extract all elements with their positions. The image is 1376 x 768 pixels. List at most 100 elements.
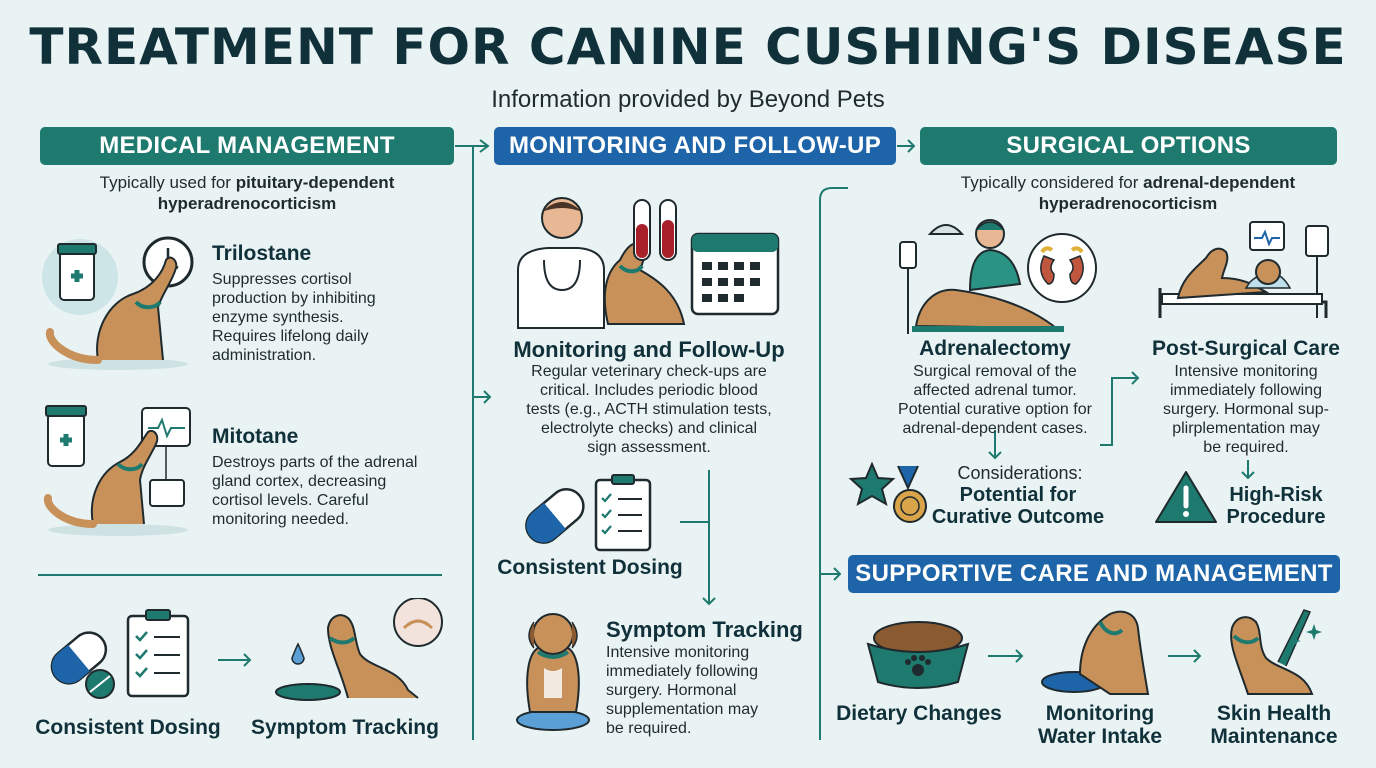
page-subtitle: Information provided by Beyond Pets xyxy=(491,86,885,113)
considerations-line-1: Potential for xyxy=(959,484,1077,506)
post-surgical-description: Intensive monitoring immediately followi… xyxy=(1142,362,1350,457)
vet-coat-shape xyxy=(517,247,605,329)
dog-shape xyxy=(90,430,159,525)
banner-medical-management: MEDICAL MANAGEMENT xyxy=(40,127,454,165)
dosing-illustration xyxy=(50,609,190,699)
dog-shape xyxy=(96,256,178,361)
warning-icon xyxy=(1155,471,1217,523)
adrenalectomy-title: Adrenalectomy xyxy=(919,337,1071,360)
considerations-line-2: Curative Outcome xyxy=(931,506,1105,528)
post-surgical-line: plirplementation may xyxy=(1172,420,1320,437)
adrenalectomy-line: Potential curative option for xyxy=(898,401,1092,418)
medal-icon xyxy=(848,462,927,523)
medical-intro-bold-2: hyperadrenocorticism xyxy=(157,194,337,213)
dog-shape xyxy=(1230,616,1314,695)
mitotane-illustration xyxy=(44,405,191,536)
kidney-icon xyxy=(1027,233,1097,303)
mitotane-title: Mitotane xyxy=(212,425,299,448)
symptom-tracking-line: surgery. Hormonal xyxy=(606,682,737,699)
iv-bag-icon xyxy=(1305,225,1329,257)
banner-surgical-options: SURGICAL OPTIONS xyxy=(920,127,1337,165)
dog-shape xyxy=(1176,247,1270,300)
water-line-2: Water Intake xyxy=(1037,725,1163,748)
mitotane-line: Destroys parts of the adrenal xyxy=(212,454,418,471)
adrenalectomy-line: adrenal-dependent cases. xyxy=(902,420,1088,437)
monitoring-line: electrolyte checks) and clinical xyxy=(540,420,758,437)
adrenalectomy-illustration xyxy=(899,219,1097,334)
monitoring-title: Monitoring and Follow-Up xyxy=(513,337,785,362)
dog-shape xyxy=(1078,610,1150,695)
considerations-outcome: Potential for Curative Outcome xyxy=(924,484,1112,528)
monitoring-dosing-illustration xyxy=(525,474,652,552)
tracking-illustration xyxy=(275,598,443,701)
medical-intro-bold-1: pituitary-dependent xyxy=(235,173,395,192)
trilostane-line: production by inhibiting xyxy=(212,290,376,307)
symptom-tracking-line: immediately following xyxy=(606,663,759,680)
stethoscope-icon xyxy=(543,259,581,292)
iv-bag-icon xyxy=(899,241,917,269)
post-surgical-line: Intensive monitoring xyxy=(1174,363,1318,380)
device-icon xyxy=(149,479,185,507)
medical-caption-tracking: Symptom Tracking xyxy=(251,716,439,739)
dog-head-shape xyxy=(532,613,574,655)
surgical-intro: Typically considered for adrenal-depende… xyxy=(900,172,1356,214)
symptom-tracking-line: be required. xyxy=(606,720,692,737)
trilostane-illustration xyxy=(42,236,194,370)
food-bowl-illustration xyxy=(866,621,970,689)
monitoring-line: sign assessment. xyxy=(587,439,711,456)
monitoring-line: tests (e.g., ACTH stimulation tests, xyxy=(526,401,772,418)
adrenalectomy-description: Surgical removal of the affected adrenal… xyxy=(868,362,1122,438)
high-risk-line-1: High-Risk xyxy=(1229,484,1323,506)
symptom-tracking-line: Intensive monitoring xyxy=(606,644,750,661)
symptom-tracking-title: Symptom Tracking xyxy=(606,617,803,642)
sparkle-icon xyxy=(1306,624,1322,640)
high-risk-line-2: Procedure xyxy=(1226,506,1326,528)
surgical-lamp-icon xyxy=(927,224,965,235)
monitoring-line: Regular veterinary check-ups are xyxy=(531,363,767,380)
tracking-dog-illustration xyxy=(516,613,590,731)
banner-supportive-care: SUPPORTIVE CARE AND MANAGEMENT xyxy=(848,555,1340,593)
dog-shape xyxy=(914,288,1059,330)
water-intake-illustration xyxy=(1041,610,1150,695)
post-surgical-title: Post-Surgical Care xyxy=(1152,337,1340,360)
dog-shape xyxy=(326,614,419,699)
supportive-water-label: Monitoring Water Intake xyxy=(1028,702,1172,748)
medical-intro: Typically used for pituitary-dependent h… xyxy=(40,172,454,214)
symptom-tracking-line: supplementation may xyxy=(606,701,759,718)
monitoring-caption-dosing: Consistent Dosing xyxy=(497,556,683,579)
post-surgical-line: be required. xyxy=(1203,439,1289,456)
monitoring-description: Regular veterinary check-ups are critica… xyxy=(494,362,804,457)
water-drop-icon xyxy=(291,642,305,665)
supportive-diet-label: Dietary Changes xyxy=(836,702,1002,725)
brush-icon xyxy=(1277,609,1312,667)
adrenalectomy-line: affected adrenal tumor. xyxy=(913,382,1077,399)
symptom-tracking-description: Intensive monitoring immediately followi… xyxy=(606,643,806,738)
water-line-1: Monitoring xyxy=(1045,702,1155,725)
page-title: TREATMENT FOR CANINE CUSHING'S DISEASE xyxy=(29,18,1347,76)
supportive-skin-label: Skin Health Maintenance xyxy=(1198,702,1350,748)
high-risk-label: High-Risk Procedure xyxy=(1222,484,1330,528)
adrenalectomy-line: Surgical removal of the xyxy=(913,363,1077,380)
surgical-intro-plain: Typically considered for xyxy=(960,173,1144,192)
surgical-intro-bold-2: hyperadrenocorticism xyxy=(1038,194,1218,213)
post-surgical-line: surgery. Hormonal sup- xyxy=(1163,401,1329,418)
skin-line-1: Skin Health xyxy=(1216,702,1332,725)
mitotane-line: monitoring needed. xyxy=(212,511,349,528)
medical-divider xyxy=(38,574,442,576)
considerations-label: Considerations: xyxy=(957,463,1083,483)
surgeon-body-shape xyxy=(968,248,1022,292)
bowl-icon xyxy=(275,683,341,701)
mitotane-description: Destroys parts of the adrenal gland cort… xyxy=(212,453,452,529)
skin-line-2: Maintenance xyxy=(1210,725,1338,748)
trilostane-title: Trilostane xyxy=(212,242,312,265)
post-surgical-line: immediately following xyxy=(1169,382,1323,399)
trilostane-line: enzyme synthesis. xyxy=(212,309,344,326)
post-surgical-illustration xyxy=(1158,221,1329,318)
mitotane-line: cortisol levels. Careful xyxy=(212,492,369,509)
trilostane-line: administration. xyxy=(212,347,317,364)
star-icon xyxy=(848,462,896,507)
banner-monitoring: MONITORING AND FOLLOW-UP xyxy=(494,127,896,165)
trilostane-description: Suppresses cortisol production by inhibi… xyxy=(212,270,452,365)
medical-caption-dosing: Consistent Dosing xyxy=(35,716,221,739)
monitoring-line: critical. Includes periodic blood xyxy=(540,382,758,399)
